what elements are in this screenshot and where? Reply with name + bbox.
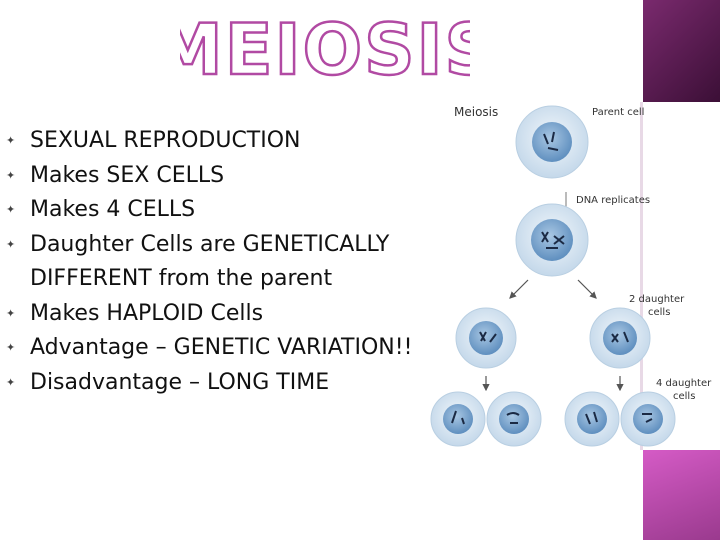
arrow-left-icon [509, 279, 529, 299]
diagram-heading: Meiosis [454, 105, 498, 119]
daughter-cell-right-icon [589, 307, 651, 369]
slide-title: MEIOSIS [180, 2, 470, 88]
bullet-list: ✦ SEXUAL REPRODUCTION ✦ Makes SEX CELLS ✦ M… [0, 124, 440, 400]
bullet-text: Disadvantage – LONG TIME [30, 369, 330, 395]
granddaughter-cell-3-icon [564, 391, 620, 447]
bullet-text: Daughter Cells are GENETICALLY DIFFERENT… [30, 231, 390, 292]
bullet-item: ✦ Makes 4 CELLS [0, 193, 440, 228]
bullet-marker-icon: ✦ [6, 237, 16, 251]
bullet-item: ✦ Makes HAPLOID Cells [0, 297, 440, 332]
daughter-cell-left-icon [455, 307, 517, 369]
label-two-daughter-line1: 2 daughter [629, 294, 685, 305]
parent-cell-icon [515, 105, 589, 179]
label-two-daughter-line2: cells [648, 307, 670, 318]
bullet-marker-icon: ✦ [6, 306, 16, 320]
arrow-right-icon [577, 279, 597, 299]
side-decoration-strip [640, 102, 643, 450]
corner-decoration-bottom [643, 450, 720, 540]
bullet-marker-icon: ✦ [6, 134, 16, 147]
bullet-item: ✦ Disadvantage – LONG TIME [0, 366, 440, 401]
granddaughter-cell-2-icon [486, 391, 542, 447]
label-parent-cell: Parent cell [592, 107, 644, 118]
replicated-cell-icon [515, 203, 589, 277]
bullet-text: Makes 4 CELLS [30, 197, 196, 222]
bullet-item: ✦ Makes SEX CELLS [0, 159, 440, 194]
bullet-text: Makes SEX CELLS [30, 162, 225, 188]
bullet-item: ✦ Advantage – GENETIC VARIATION!! [0, 331, 440, 366]
bullet-item: ✦ Daughter Cells are GENETICALLY DIFFEREN… [0, 228, 440, 297]
bullet-marker-icon: ✦ [6, 203, 16, 216]
bullet-text: Makes HAPLOID Cells [30, 300, 264, 326]
bullet-marker-icon: ✦ [6, 375, 16, 389]
bullet-marker-icon: ✦ [6, 341, 16, 354]
slide-title-text: MEIOSIS [180, 9, 470, 88]
label-four-daughter-line2: cells [673, 391, 695, 402]
label-four-daughter-line1: 4 daughter [656, 378, 712, 389]
bullet-text: Advantage – GENETIC VARIATION!! [30, 335, 413, 360]
granddaughter-cell-1-icon [430, 391, 486, 447]
bullet-marker-icon: ✦ [6, 168, 16, 182]
corner-decoration-top [643, 0, 720, 102]
bullet-item: ✦ SEXUAL REPRODUCTION [0, 124, 440, 159]
bullet-text: SEXUAL REPRODUCTION [30, 128, 301, 153]
granddaughter-cell-4-icon [620, 391, 676, 447]
label-dna-replicates: DNA replicates [576, 195, 650, 206]
meiosis-diagram: Meiosis Parent cell DNA replicates 2 dau… [426, 96, 720, 456]
